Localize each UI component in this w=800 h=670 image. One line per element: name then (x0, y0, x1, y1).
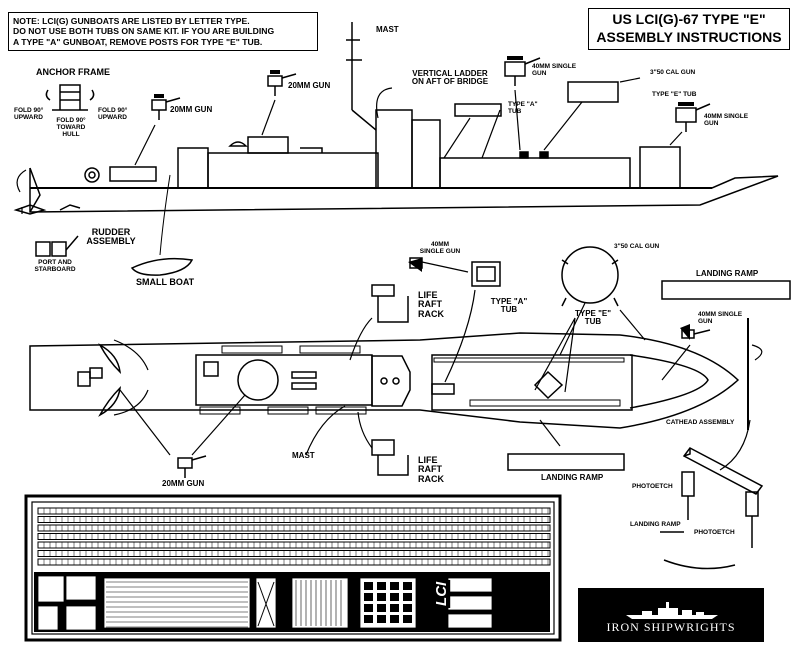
gun-silhouettes (154, 56, 694, 340)
label-landing-ramp-detail: LANDING RAMP (630, 521, 681, 528)
rudder-and-boat (35, 174, 194, 276)
title-line-2: ASSEMBLY INSTRUCTIONS (596, 28, 782, 45)
label-mast: MAST (376, 25, 399, 34)
note-box: NOTE: LCI(G) GUNBOATS ARE LISTED BY LETT… (8, 12, 318, 51)
label-landing-ramp-bottom: LANDING RAMP (541, 473, 604, 482)
label-fold-center: FOLD 90° TOWARD HULL (56, 117, 86, 138)
label-type-e-tub-plan: TYPE "E" TUB (574, 309, 612, 327)
label-cal-gun-plan: 3"50 CAL GUN (614, 243, 660, 250)
label-rudder: RUDDER ASSEMBLY (86, 227, 136, 247)
label-mast-plan: MAST (292, 451, 315, 460)
label-40mm-gun-a: 40MM SINGLE GUN (532, 63, 577, 77)
label-type-e-tub: TYPE "E" TUB (652, 91, 697, 98)
label-40mm-gun-b: 40MM SINGLE GUN (704, 113, 749, 127)
battleship-silhouette-icon (626, 602, 718, 619)
plan-leaders (119, 289, 763, 471)
anchor-frame-part (45, 84, 95, 111)
fret-grid (34, 507, 551, 632)
label-20mm-gun-plan: 20MM GUN (162, 479, 205, 488)
label-40mm-gun-bow: 40MM SINGLE GUN (698, 311, 743, 325)
label-port-starboard: PORT AND STARBOARD (34, 259, 76, 273)
label-20mm-gun-b: 20MM GUN (170, 105, 213, 114)
title-line-1: US LCI(G)-67 TYPE "E" (612, 11, 766, 27)
label-life-raft-rack-bottom: LIFE RAFT RACK (418, 455, 444, 484)
ship-profile (13, 22, 779, 215)
note-line-3: A TYPE "A" GUNBOAT, REMOVE POSTS FOR TYP… (13, 36, 263, 47)
label-anchor-frame: ANCHOR FRAME (36, 67, 110, 77)
brand-logo: IRON SHIPWRIGHTS (578, 588, 764, 642)
profile-guns (151, 57, 711, 132)
photoetch-detail (660, 447, 764, 570)
ship-plan (29, 332, 740, 429)
label-fold-left: FOLD 90° UPWARD (14, 107, 44, 121)
label-cathead: CATHEAD ASSEMBLY (666, 419, 735, 426)
label-landing-ramp-top: LANDING RAMP (696, 269, 759, 278)
label-cal-gun: 3"50 CAL GUN (650, 69, 696, 76)
label-fold-right: FOLD 90° UPWARD (98, 107, 128, 121)
label-type-a-tub-plan: TYPE "A" TUB (490, 297, 528, 315)
label-type-a-tub: TYPE "A" TUB (508, 101, 538, 115)
photoetch-fret (24, 494, 562, 642)
title-box: US LCI(G)-67 TYPE "E" ASSEMBLY INSTRUCTI… (588, 8, 790, 50)
plan-parts (177, 246, 791, 478)
label-20mm-gun-a: 20MM GUN (288, 81, 331, 90)
label-ladder: VERTICAL LADDER ON AFT OF BRIDGE (411, 69, 489, 87)
label-life-raft-rack-top: LIFE RAFT RACK (418, 290, 444, 319)
profile-leaders (16, 77, 683, 214)
deck-fittings (199, 345, 625, 415)
label-small-boat: SMALL BOAT (136, 277, 195, 287)
note-line-2: DO NOT USE BOTH TUBS ON SAME KIT. IF YOU… (13, 26, 275, 37)
label-40mm-single-gun: 40MM SINGLE GUN (419, 241, 461, 255)
note-line-1: NOTE: LCI(G) GUNBOATS ARE LISTED BY LETT… (13, 16, 250, 26)
label-photoetch-a: PHOTOETCH (632, 483, 673, 490)
fret-etched-text: LCI (433, 579, 451, 608)
label-photoetch-b: PHOTOETCH (694, 529, 735, 536)
brand-name: IRON SHIPWRIGHTS (606, 620, 736, 634)
